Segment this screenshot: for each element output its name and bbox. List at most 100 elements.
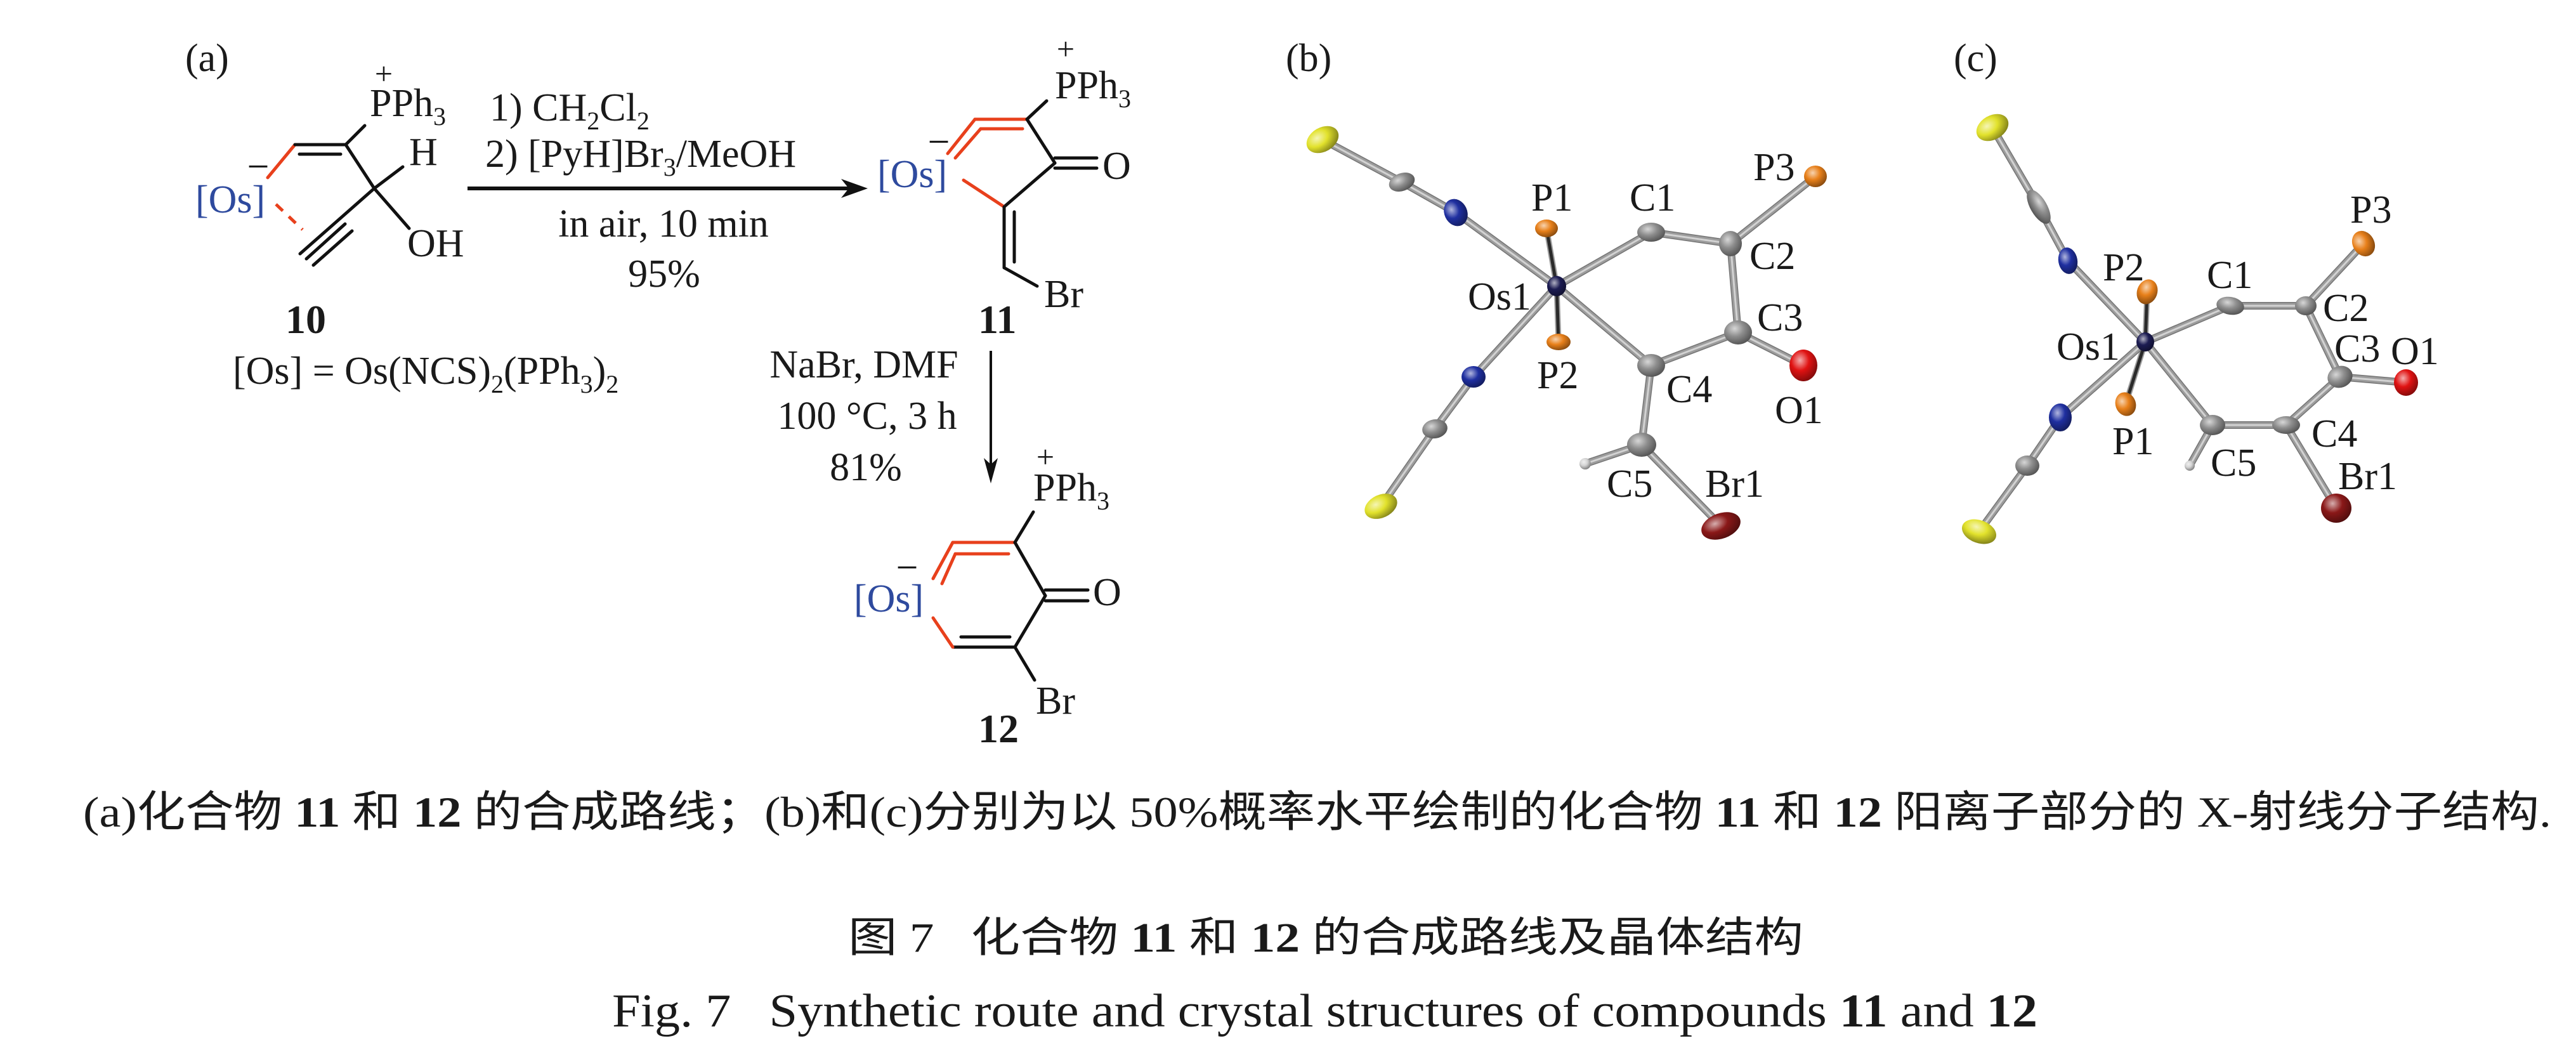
cation-charge-12: + <box>1036 439 1054 475</box>
bond-os-c1-inner-11 <box>953 127 983 160</box>
os-definition-part-1: [Os] = Os(NCS) <box>233 350 491 393</box>
bond-alkyne-1-10 <box>298 187 376 256</box>
atom-label-b-c4: C4 <box>1666 368 1712 411</box>
hydroxyl-label-10: OH <box>407 222 464 265</box>
reaction-step-2: NaBr, DMF 100 °C, 3 h 81% <box>769 343 998 489</box>
panel-c-crystal-structure: (c) P3 P2 C1 C2 Os1 C3 O1 C4 P1 C5 Br1 <box>1954 37 2439 544</box>
bond-stroke <box>1455 211 1558 287</box>
atom-label-b-os1: Os1 <box>1468 275 1531 318</box>
atom-b-s1 <box>1306 126 1339 154</box>
os-fragment-12: [Os] <box>854 577 924 620</box>
crystal-c-labels: P3 P2 C1 C2 Os1 C3 O1 C4 P1 C5 Br1 <box>2056 188 2439 498</box>
bond-stroke <box>1640 364 1652 446</box>
atom-c-s2 <box>1961 519 1997 544</box>
bond-stroke <box>2059 341 2147 419</box>
step1-reagent-1-part-1: 1) CH <box>490 86 587 129</box>
bond-alkyne-2-10 <box>304 222 347 261</box>
compound-number-11: 11 <box>978 297 1016 342</box>
bond-cq-oh-10 <box>372 187 411 230</box>
bond-stroke <box>1640 443 1722 527</box>
atom-label-c-br1: Br1 <box>2338 455 2397 498</box>
atom-label-b-c1: C1 <box>1630 176 1675 220</box>
anion-charge-10: − <box>247 145 270 188</box>
pph3-label-12: PPh3 <box>1033 466 1109 515</box>
panel-a-scheme: (a) + PPh3 − [Os] H OH 10 [Os] = Os(NCS)… <box>185 31 1131 751</box>
panel-label-b: (b) <box>1286 37 1331 80</box>
bond-c-os1-n2 <box>2056 338 2149 421</box>
step1-reagent-2-sub-1: 3 <box>664 153 676 181</box>
atom-label-c-p1: P1 <box>2112 420 2154 463</box>
title-cn-compound-12: 12 <box>1251 915 1300 961</box>
pph3-label-10: PPh3 <box>370 82 446 131</box>
panel-label-c: (c) <box>1954 37 1997 80</box>
bond-cq-h-10 <box>372 165 405 190</box>
caption-description: (a)化合物 11 和 12 的合成路线；(b)和(c)分别为以 50%概率水平… <box>83 788 2551 836</box>
anion-charge-11: − <box>928 121 950 164</box>
anion-charge-12: − <box>896 546 919 589</box>
bromine-label-12: Br <box>1036 679 1075 723</box>
atom-c-h5 <box>2185 461 2195 471</box>
atom-c-os1 <box>2136 332 2154 351</box>
step1-reagent-2-part-2: /MeOH <box>676 133 796 176</box>
caption-segment: 和 <box>340 788 413 836</box>
compound-11: + PPh3 − [Os] O Br 11 <box>877 31 1131 342</box>
atom-label-c-p2: P2 <box>2103 246 2144 289</box>
bond-c2-c3-11 <box>1025 117 1057 165</box>
atom-c-c4 <box>2272 416 2300 434</box>
bond-stroke <box>1555 285 1652 367</box>
title-cn-figure-number: 图 7 <box>848 915 934 961</box>
bond-stroke <box>1729 175 1817 245</box>
atom-c-p2 <box>2136 279 2158 305</box>
atom-c-c7 <box>2015 456 2039 476</box>
title-cn-segment: 化合物 <box>934 915 1131 961</box>
bond-stroke <box>2285 424 2337 509</box>
bond-stroke <box>1555 231 1652 287</box>
crystal-b-atoms <box>1306 126 1827 540</box>
atom-b-c6 <box>1389 173 1415 192</box>
atom-c-p3 <box>2351 230 2376 257</box>
bond-b-c4-c5 <box>1638 362 1655 449</box>
atom-label-b-o1: O1 <box>1775 389 1823 432</box>
pph3-main-12: PPh <box>1033 466 1097 509</box>
atom-b-c4 <box>1637 354 1665 377</box>
caption-compound-11: 11 <box>1715 788 1761 836</box>
atom-label-b-p2: P2 <box>1537 354 1578 397</box>
atom-label-c-c3: C3 <box>2334 327 2380 370</box>
bond-stroke <box>1729 242 1739 334</box>
atom-c-c6 <box>2027 190 2051 224</box>
caption-segment: 阳离子部分的 X-射线分子结构. <box>1882 788 2551 836</box>
arrow-head-down-icon <box>984 458 998 483</box>
bond-os-c1-outer-11 <box>946 117 977 155</box>
bond-c-c2-c3 <box>2302 302 2344 381</box>
title-cn-segment: 的合成路线及晶体结构 <box>1300 915 1803 961</box>
atom-c-br1 <box>2321 494 2351 523</box>
bond-cb-pph3-10 <box>344 124 367 147</box>
pph3-main-10: PPh <box>370 82 433 125</box>
step1-conditions: in air, 10 min <box>558 202 769 246</box>
atom-label-c-os1: Os1 <box>2056 325 2120 369</box>
panel-b-crystal-structure: (b) P1 C1 P3 C2 Os1 C3 P2 C4 O1 C5 Br1 <box>1286 37 1827 540</box>
os-definition-sub-2: 3 <box>580 370 593 398</box>
atom-b-c5 <box>1627 433 1656 457</box>
bond-c2-c3-12 <box>1013 541 1047 598</box>
oxygen-label-11: O <box>1102 145 1131 188</box>
compound-12: + PPh3 − [Os] O Br 12 <box>854 439 1121 751</box>
caption-segment: 和 <box>1761 788 1834 836</box>
bond-c-n1-os1 <box>2064 257 2149 346</box>
title-cn-segment: 和 <box>1177 915 1251 961</box>
bond-b-c2-c3 <box>1727 240 1742 336</box>
bond-c-c2-p3 <box>2302 240 2367 310</box>
oxygen-label-12: O <box>1093 571 1121 614</box>
bond-c3-c4-12 <box>1013 594 1047 649</box>
atom-b-p2 <box>1546 334 1571 350</box>
atom-label-b-p1: P1 <box>1531 176 1572 220</box>
bond-stroke <box>2067 259 2147 343</box>
step1-reagent-1-sub-1: 2 <box>587 107 599 135</box>
atom-label-b-c2: C2 <box>1749 235 1795 278</box>
atom-label-c-c5: C5 <box>2211 442 2256 485</box>
pph3-label-11: PPh3 <box>1055 64 1131 113</box>
os-definition: [Os] = Os(NCS)2(PPh3)2 <box>233 350 618 398</box>
step1-reagent-1-sub-2: 2 <box>637 107 650 135</box>
atom-b-h5 <box>1579 458 1591 469</box>
